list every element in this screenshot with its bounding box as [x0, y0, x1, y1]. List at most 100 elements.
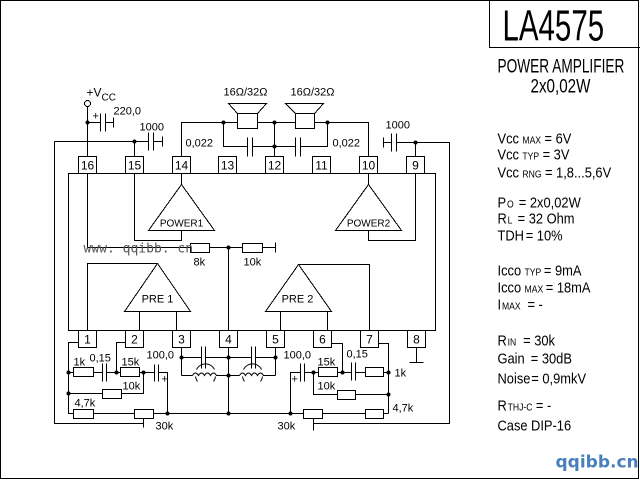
- pin-number: 7: [366, 333, 373, 347]
- capacitor-1000-pin15-icon: [148, 132, 154, 151]
- resistor-10k-right-icon: [337, 390, 356, 400]
- label-pre1: PRE 1: [142, 294, 174, 306]
- pin-2: [125, 330, 144, 348]
- label-r2-left: 15k: [122, 357, 140, 369]
- pin-6: [313, 330, 332, 348]
- label-power2: POWER2: [347, 219, 391, 230]
- power1-amplifier-icon: [147, 183, 216, 231]
- label-c1-left: 0,15: [90, 353, 111, 365]
- junction-dot: [340, 370, 345, 375]
- potentiometer-30k-right-icon: [303, 409, 323, 419]
- watermark-inline: www. qqibb. cn: [84, 242, 194, 257]
- label-power1: POWER1: [160, 219, 204, 230]
- spec-row: RTHJ-C= -: [498, 397, 552, 414]
- pin-10: [359, 156, 378, 174]
- resistor-1k-left-icon: [73, 367, 94, 377]
- title-box: [489, 0, 640, 48]
- label-r4-right: 4,7k: [393, 403, 414, 415]
- spec-row: RIN= 30k: [498, 332, 556, 349]
- label-speaker-2: 16Ω/32Ω: [291, 87, 335, 99]
- capacitor-220-icon: [100, 113, 106, 132]
- lamp-2-icon: [239, 363, 266, 382]
- spec-row: RL= 32 Ohm: [498, 210, 575, 227]
- pin-11: [312, 156, 331, 174]
- potentiometer-30k-left-icon: [134, 409, 154, 419]
- resistor-15k-left-icon: [120, 367, 140, 377]
- supply-terminal-icon: [84, 100, 91, 107]
- pin-14: [172, 156, 191, 174]
- label-r4-left: 4,7k: [75, 398, 96, 410]
- polarity-mark: +: [93, 111, 99, 123]
- junction-dot: [114, 370, 119, 375]
- pin-12: [265, 156, 284, 174]
- spec-row: PO= 2x0,02W: [498, 194, 582, 211]
- junction-dot: [221, 120, 226, 125]
- capacitor-100-left-icon: [154, 364, 159, 382]
- pin-number: 9: [412, 159, 419, 173]
- part-number-group: LA4575: [503, 1, 605, 50]
- schematic: +VCC + 220,0 1000 0,022 0,022 16Ω/32Ω 16…: [54, 86, 450, 433]
- label-pre2: PRE 2: [282, 294, 314, 306]
- junction-dot: [226, 373, 231, 378]
- junction-dot: [66, 391, 71, 396]
- footer-watermark: qqibb.cn: [556, 453, 639, 473]
- power2-amplifier-icon: [334, 183, 403, 231]
- label-pot-right: 30k: [278, 421, 296, 433]
- junction-dot: [325, 120, 330, 125]
- pin-number: 15: [128, 159, 142, 173]
- wire-pre1: [87, 263, 177, 331]
- label-r1-left: 1k: [74, 357, 86, 369]
- pin-16: [78, 156, 97, 174]
- junction-dot: [226, 411, 231, 416]
- pin-15: [125, 156, 144, 174]
- wire-pin9-rail: [313, 137, 450, 424]
- junction-dot: [386, 392, 391, 397]
- pin-number: 4: [225, 333, 232, 347]
- resistor-8k-icon: [190, 243, 210, 253]
- description-group: POWER AMPLIFIER: [498, 55, 625, 77]
- polarity-mark: +: [292, 374, 298, 386]
- spec-row: Gain= 30dB: [498, 350, 572, 367]
- spec-row: Noise= 0,9mkV: [498, 370, 587, 387]
- polarity-mark: +: [162, 374, 168, 386]
- capacitor-1000-pin9-icon: [391, 133, 397, 152]
- capacitor-output-2-icon: [251, 346, 256, 369]
- label-r-10k-internal: 10k: [244, 257, 262, 269]
- label-pot-left: 30k: [156, 421, 174, 433]
- pin-number: 5: [272, 333, 279, 347]
- pin-7: [360, 330, 379, 348]
- label-c-pin9: 1000: [386, 120, 410, 132]
- junction-dot: [66, 370, 71, 375]
- capacitor-output-1-icon: [201, 346, 206, 369]
- capacitor-0022-pin14-icon: [247, 137, 253, 157]
- junction-dot: [141, 370, 146, 375]
- junction-dot: [273, 355, 278, 360]
- spec-row: TDH= 10%: [498, 227, 563, 244]
- junction-dot: [226, 245, 231, 250]
- label-c-pin15: 1000: [140, 122, 164, 134]
- label-r3-right: 10k: [318, 381, 336, 393]
- pin-number: 14: [175, 159, 189, 173]
- label-r2-right: 15k: [318, 357, 336, 369]
- lamp-1-icon: [192, 363, 219, 382]
- junction-dot: [311, 370, 316, 375]
- spec-row: IMAX= -: [498, 296, 544, 313]
- wire-internal-bias: [87, 173, 276, 331]
- resistor-15k-right-icon: [318, 367, 338, 377]
- capacitor-015-right-icon: [351, 362, 356, 381]
- junction-dot: [85, 120, 90, 125]
- speaker-2-icon: [284, 103, 325, 129]
- pin-9: [406, 156, 425, 174]
- ground-icon: [409, 347, 424, 363]
- label-c2-right: 100,0: [284, 350, 312, 362]
- wire-power1-feedback: [134, 173, 182, 241]
- capacitor-015-left-icon: [102, 363, 107, 382]
- resistor-4k7-right-icon: [365, 409, 384, 419]
- pre1-amplifier-icon: [123, 262, 192, 312]
- wire-pin15-rail: [54, 136, 163, 424]
- pins-top: 16 15 14 13 12 11 10 9: [78, 156, 425, 174]
- capacitor-0022-pin11-icon: [295, 137, 301, 157]
